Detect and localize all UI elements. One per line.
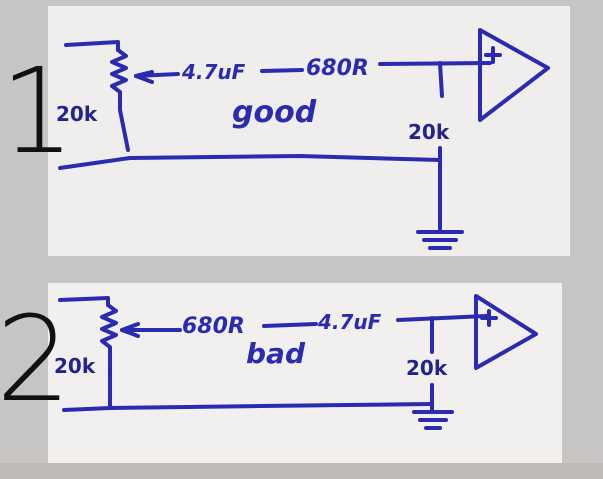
circuit-2-first-component: 680R (182, 314, 245, 339)
circuit-2-verdict: bad (246, 337, 305, 370)
wire-1-to-amp (378, 61, 492, 66)
circuit-1-first-component: 4.7uF (182, 60, 246, 84)
circuit-1-number: 1 (0, 42, 76, 180)
wire-2-to-amp (396, 314, 488, 322)
wire-1-between-components (260, 68, 304, 73)
amp-1-triangle (478, 28, 550, 122)
circuit-1-verdict: good (232, 95, 317, 130)
amp-1-plus (484, 46, 502, 64)
pot-2-top-wire (58, 296, 110, 307)
bias-1-vertical (438, 61, 444, 98)
pot-1-top-wire (64, 40, 120, 52)
ground-2-symbol (412, 410, 454, 430)
circuit-1-wiring (58, 28, 550, 250)
ground-1-symbol (416, 230, 464, 250)
pot-1-resistor (110, 48, 130, 152)
circuit-2-bias-resistor: 20k (406, 356, 448, 380)
amp-2-plus (480, 309, 498, 327)
circuit-1-panel (48, 6, 570, 256)
circuit-2-pot-value: 20k (54, 354, 96, 378)
circuit-1-bias-resistor: 20k (408, 120, 450, 144)
bottom-strip (0, 463, 603, 479)
amp-2-triangle (474, 294, 538, 370)
ground-2-wire (62, 368, 434, 412)
circuit-2-second-component: 4.7uF (318, 310, 382, 334)
pot-2-resistor (100, 303, 118, 372)
ground-1-wire (58, 154, 442, 170)
wire-2-between-components (262, 322, 318, 328)
circuit-2-number: 2 (0, 290, 72, 428)
wiper-1-wire-left (134, 72, 180, 78)
circuit-2-wiring (58, 294, 538, 430)
circuit-1-second-component: 680R (306, 56, 369, 81)
circuit-1-pot-value: 20k (56, 102, 98, 126)
